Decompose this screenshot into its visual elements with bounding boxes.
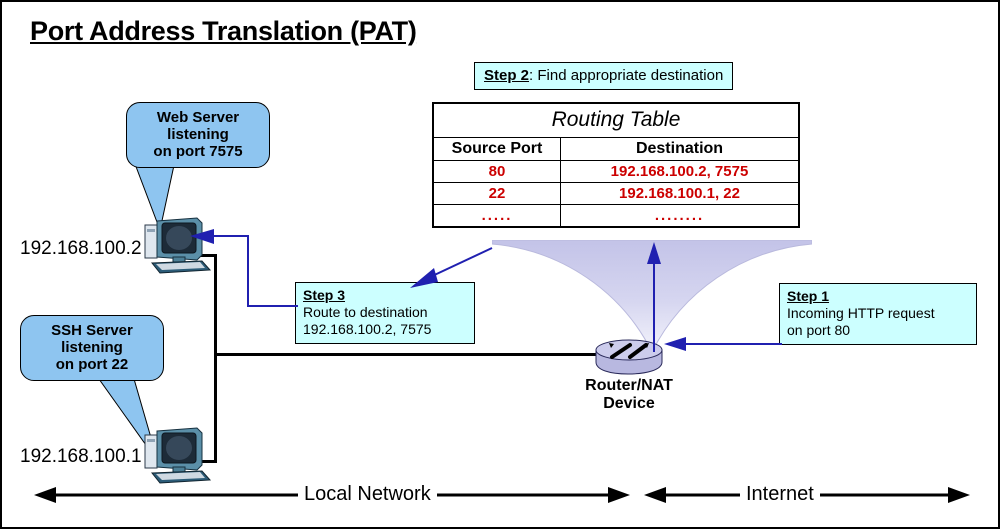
step-3-line-1: Route to destination xyxy=(303,304,428,320)
router-label-line-2: Device xyxy=(603,395,655,412)
row-1-destination: 192.168.100.1, 22 xyxy=(560,182,799,205)
router-label-line-1: Router/NAT xyxy=(585,377,673,394)
ssh-server-computer-icon xyxy=(144,427,212,484)
web-bubble-line-2: listening xyxy=(167,126,229,143)
row-2-source-port: ..... xyxy=(433,204,561,227)
ssh-server-callout: SSH Server listening on port 22 xyxy=(20,315,164,381)
step-2-header: Step 2 xyxy=(484,67,530,84)
network-trunk-line xyxy=(214,353,610,356)
routing-table-header-source-port: Source Port xyxy=(433,137,561,161)
step-1-line-1: Incoming HTTP request xyxy=(787,305,935,321)
row-0-source-port: 80 xyxy=(433,160,561,183)
row-2-destination: ........ xyxy=(560,204,799,227)
web-server-computer-icon xyxy=(144,217,212,274)
ssh-host-ip-label: 192.168.100.1 xyxy=(20,446,142,467)
ssh-bubble-line-3: on port 22 xyxy=(55,356,129,373)
web-host-ip-label: 192.168.100.2 xyxy=(20,238,142,259)
routing-table: Routing Table Source Port Destination 80… xyxy=(432,102,800,228)
arrow-step1-to-router xyxy=(664,337,782,351)
table-row: 80 192.168.100.2, 7575 xyxy=(433,160,799,183)
step-1-line-2: on port 80 xyxy=(787,322,851,338)
router-label: Router/NAT Device xyxy=(558,377,700,413)
page-title: Port Address Translation (PAT) xyxy=(30,16,417,46)
step-2-text: : Find appropriate destination xyxy=(529,67,724,84)
step-1-callout: Step 1 Incoming HTTP request on port 80 xyxy=(779,283,977,345)
arrow-step3-to-web-host xyxy=(190,229,298,307)
step-3-header: Step 3 xyxy=(303,287,346,303)
ssh-bubble-line-1: SSH Server xyxy=(51,322,133,339)
step-1-header: Step 1 xyxy=(787,288,830,304)
row-1-source-port: 22 xyxy=(433,182,561,205)
local-network-label: Local Network xyxy=(298,483,437,506)
internet-label: Internet xyxy=(740,483,820,506)
table-row: 22 192.168.100.1, 22 xyxy=(433,182,799,205)
step-3-line-2: 192.168.100.2, 7575 xyxy=(303,321,432,337)
step-3-callout: Step 3 Route to destination 192.168.100.… xyxy=(295,282,475,344)
web-bubble-line-3: on port 7575 xyxy=(153,143,243,160)
routing-table-title: Routing Table xyxy=(433,103,799,138)
ssh-bubble-line-2: listening xyxy=(61,339,123,356)
web-bubble-line-1: Web Server xyxy=(156,109,240,126)
arrow-router-to-table xyxy=(647,242,661,352)
network-stub-web-host xyxy=(188,254,217,257)
routing-table-header-destination: Destination xyxy=(560,137,799,161)
row-0-destination: 192.168.100.2, 7575 xyxy=(560,160,799,183)
arrow-table-to-step3 xyxy=(410,247,493,288)
table-row: ..... ........ xyxy=(433,204,799,227)
network-line-to-ssh-host xyxy=(214,353,217,463)
step-2-callout: Step 2: Find appropriate destination xyxy=(474,62,734,90)
router-nat-icon xyxy=(595,339,663,375)
web-server-callout: Web Server listening on port 7575 xyxy=(126,102,270,168)
network-line-to-web-host xyxy=(214,254,217,354)
